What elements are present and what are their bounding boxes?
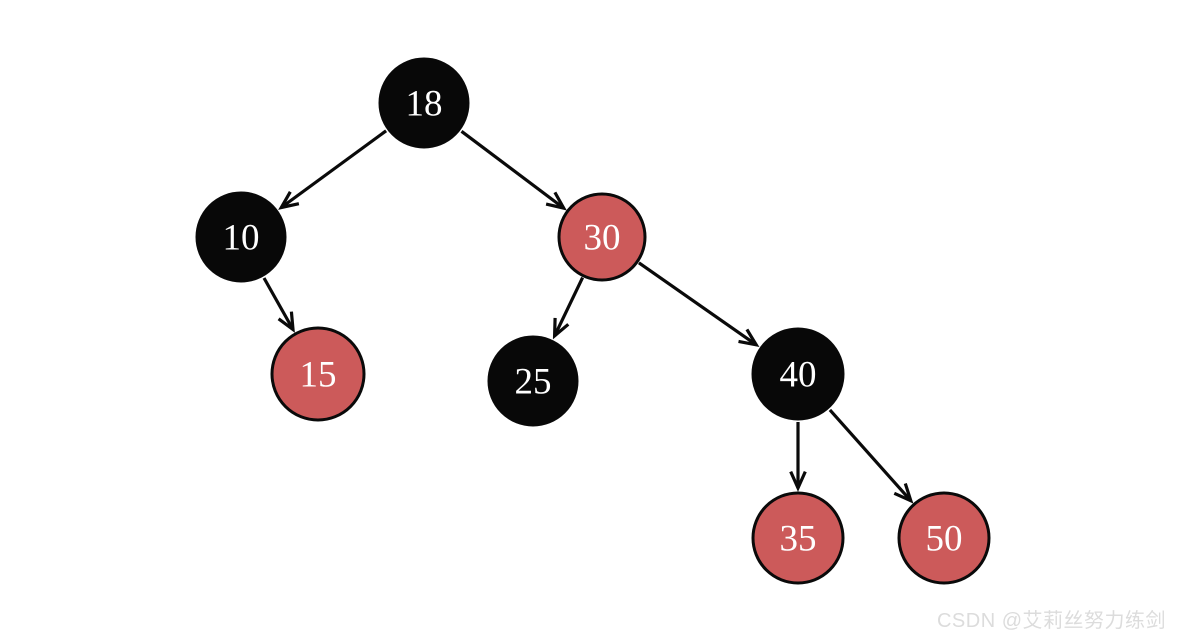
edges-layer (262, 129, 914, 504)
node-circle[interactable] (195, 191, 287, 283)
node-label: 50 (926, 519, 963, 560)
nodes-layer: 18 10 30 15 25 40 35 50 (195, 57, 991, 585)
node-label: 10 (223, 218, 260, 259)
tree-edge (278, 129, 388, 210)
arrow-head-icon (789, 470, 807, 492)
arrow-head-icon (545, 191, 567, 211)
node-circle[interactable] (378, 57, 470, 149)
tree-node[interactable]: 50 (897, 491, 991, 585)
node-circle[interactable] (751, 491, 845, 585)
node-label: 18 (406, 84, 443, 125)
node-label: 40 (780, 355, 817, 396)
node-circle[interactable] (487, 335, 579, 427)
node-label: 25 (515, 362, 552, 403)
tree-node[interactable]: 25 (487, 335, 579, 427)
tree-edge (828, 408, 914, 504)
tree-node[interactable]: 35 (751, 491, 845, 585)
tree-edge (460, 130, 567, 211)
arrow-head-icon (552, 317, 570, 340)
node-circle[interactable] (270, 326, 366, 422)
arrow-head-icon (278, 191, 300, 210)
watermark: CSDN @艾莉丝努力练剑 (936, 610, 1166, 632)
tree-node[interactable]: 30 (557, 192, 647, 282)
node-circle[interactable] (897, 491, 991, 585)
tree-node[interactable]: 40 (751, 327, 845, 421)
tree-edge (262, 277, 295, 333)
node-circle[interactable] (751, 327, 845, 421)
tree-edge (552, 276, 585, 340)
tree-node[interactable]: 10 (195, 191, 287, 283)
arrow-head-icon (893, 483, 914, 504)
tree-edge (789, 422, 807, 492)
node-label: 15 (300, 355, 337, 396)
tree-node[interactable]: 18 (378, 57, 470, 149)
node-label: 30 (584, 218, 621, 259)
tree-edge (637, 261, 760, 348)
node-label: 35 (780, 519, 817, 560)
node-circle[interactable] (557, 192, 647, 282)
tree-node[interactable]: 15 (270, 326, 366, 422)
arrow-head-icon (738, 328, 760, 348)
arrow-head-icon (277, 311, 295, 333)
